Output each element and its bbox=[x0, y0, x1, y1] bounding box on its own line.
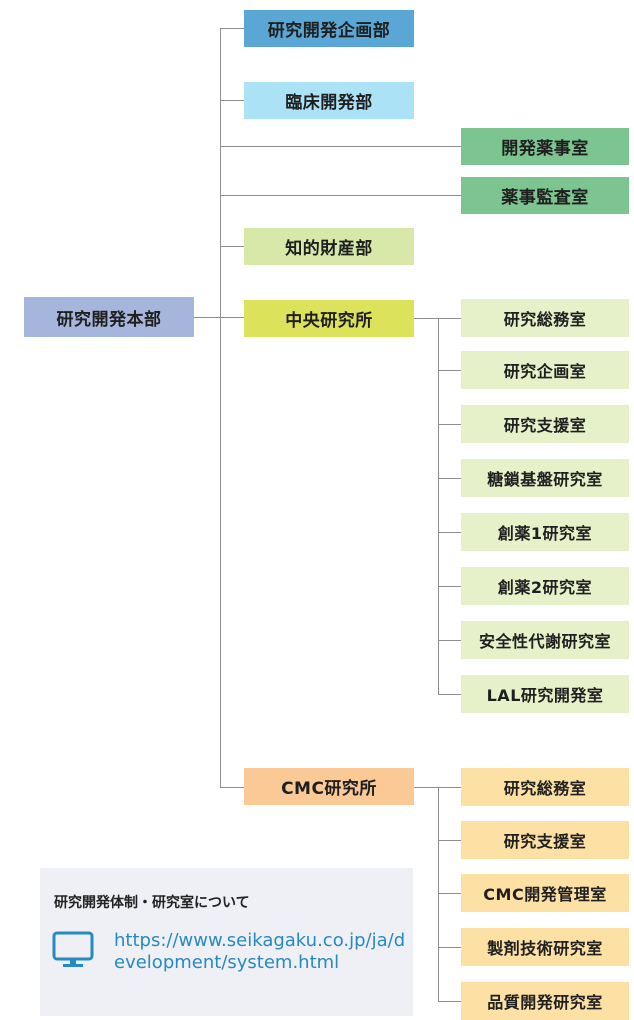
connector-central-lab bbox=[438, 532, 461, 533]
connector-cmc-trunk bbox=[438, 787, 439, 1002]
central-lab-node: 創薬2研究室 bbox=[461, 567, 629, 605]
monitor-icon bbox=[52, 931, 94, 967]
connector-ip bbox=[220, 246, 244, 247]
central-lab-node: 創薬1研究室 bbox=[461, 513, 629, 551]
connector-cmc-lab bbox=[438, 893, 461, 894]
cmc-lab-node: CMC開発管理室 bbox=[461, 874, 629, 912]
info-link[interactable]: https://www.seikagaku.co.jp/ja/developme… bbox=[114, 930, 406, 973]
connector-central-lab bbox=[438, 640, 461, 641]
cmc-lab-node: 研究総務室 bbox=[461, 768, 629, 806]
root-node: 研究開発本部 bbox=[24, 297, 194, 337]
cmc-research-node: CMC研究所 bbox=[244, 768, 414, 805]
connector-central-out bbox=[414, 318, 461, 319]
central-lab-node: 安全性代謝研究室 bbox=[461, 621, 629, 659]
central-lab-node: 研究支援室 bbox=[461, 405, 629, 443]
regulatory-audit-node: 薬事監査室 bbox=[461, 177, 629, 214]
central-research-node: 中央研究所 bbox=[244, 300, 414, 337]
connector-central-lab bbox=[438, 694, 461, 695]
connector-central-lab bbox=[438, 370, 461, 371]
central-lab-node: LAL研究開発室 bbox=[461, 675, 629, 713]
connector-rd-planning bbox=[220, 28, 244, 29]
connector-cmc bbox=[220, 787, 244, 788]
connector-central-lab bbox=[438, 586, 461, 587]
connector-cmc-out bbox=[414, 787, 461, 788]
connector-central-lab bbox=[438, 424, 461, 425]
central-lab-node: 糖鎖基盤研究室 bbox=[461, 459, 629, 497]
clinical-dev-node: 臨床開発部 bbox=[244, 82, 414, 119]
cmc-lab-node: 品質開発研究室 bbox=[461, 982, 629, 1020]
cmc-lab-node: 研究支援室 bbox=[461, 821, 629, 859]
connector-main-trunk bbox=[220, 28, 221, 788]
rd-planning-node: 研究開発企画部 bbox=[244, 10, 414, 47]
connector-root bbox=[194, 317, 244, 318]
cmc-lab-node: 製剤技術研究室 bbox=[461, 928, 629, 966]
info-title: 研究開発体制・研究室について bbox=[54, 895, 250, 911]
connector-dev-regulatory bbox=[220, 146, 461, 147]
connector-central-trunk bbox=[438, 318, 439, 694]
central-lab-node: 研究総務室 bbox=[461, 299, 629, 337]
connector-regulatory-audit bbox=[220, 195, 461, 196]
dev-regulatory-node: 開発薬事室 bbox=[461, 128, 629, 165]
connector-clinical bbox=[220, 100, 244, 101]
connector-central-lab bbox=[438, 478, 461, 479]
ip-node: 知的財産部 bbox=[244, 228, 414, 265]
connector-cmc-lab bbox=[438, 840, 461, 841]
info-panel: 研究開発体制・研究室について https://www.seikagaku.co.… bbox=[40, 868, 413, 1016]
connector-cmc-lab bbox=[438, 947, 461, 948]
central-lab-node: 研究企画室 bbox=[461, 351, 629, 389]
connector-cmc-lab bbox=[438, 1001, 461, 1002]
